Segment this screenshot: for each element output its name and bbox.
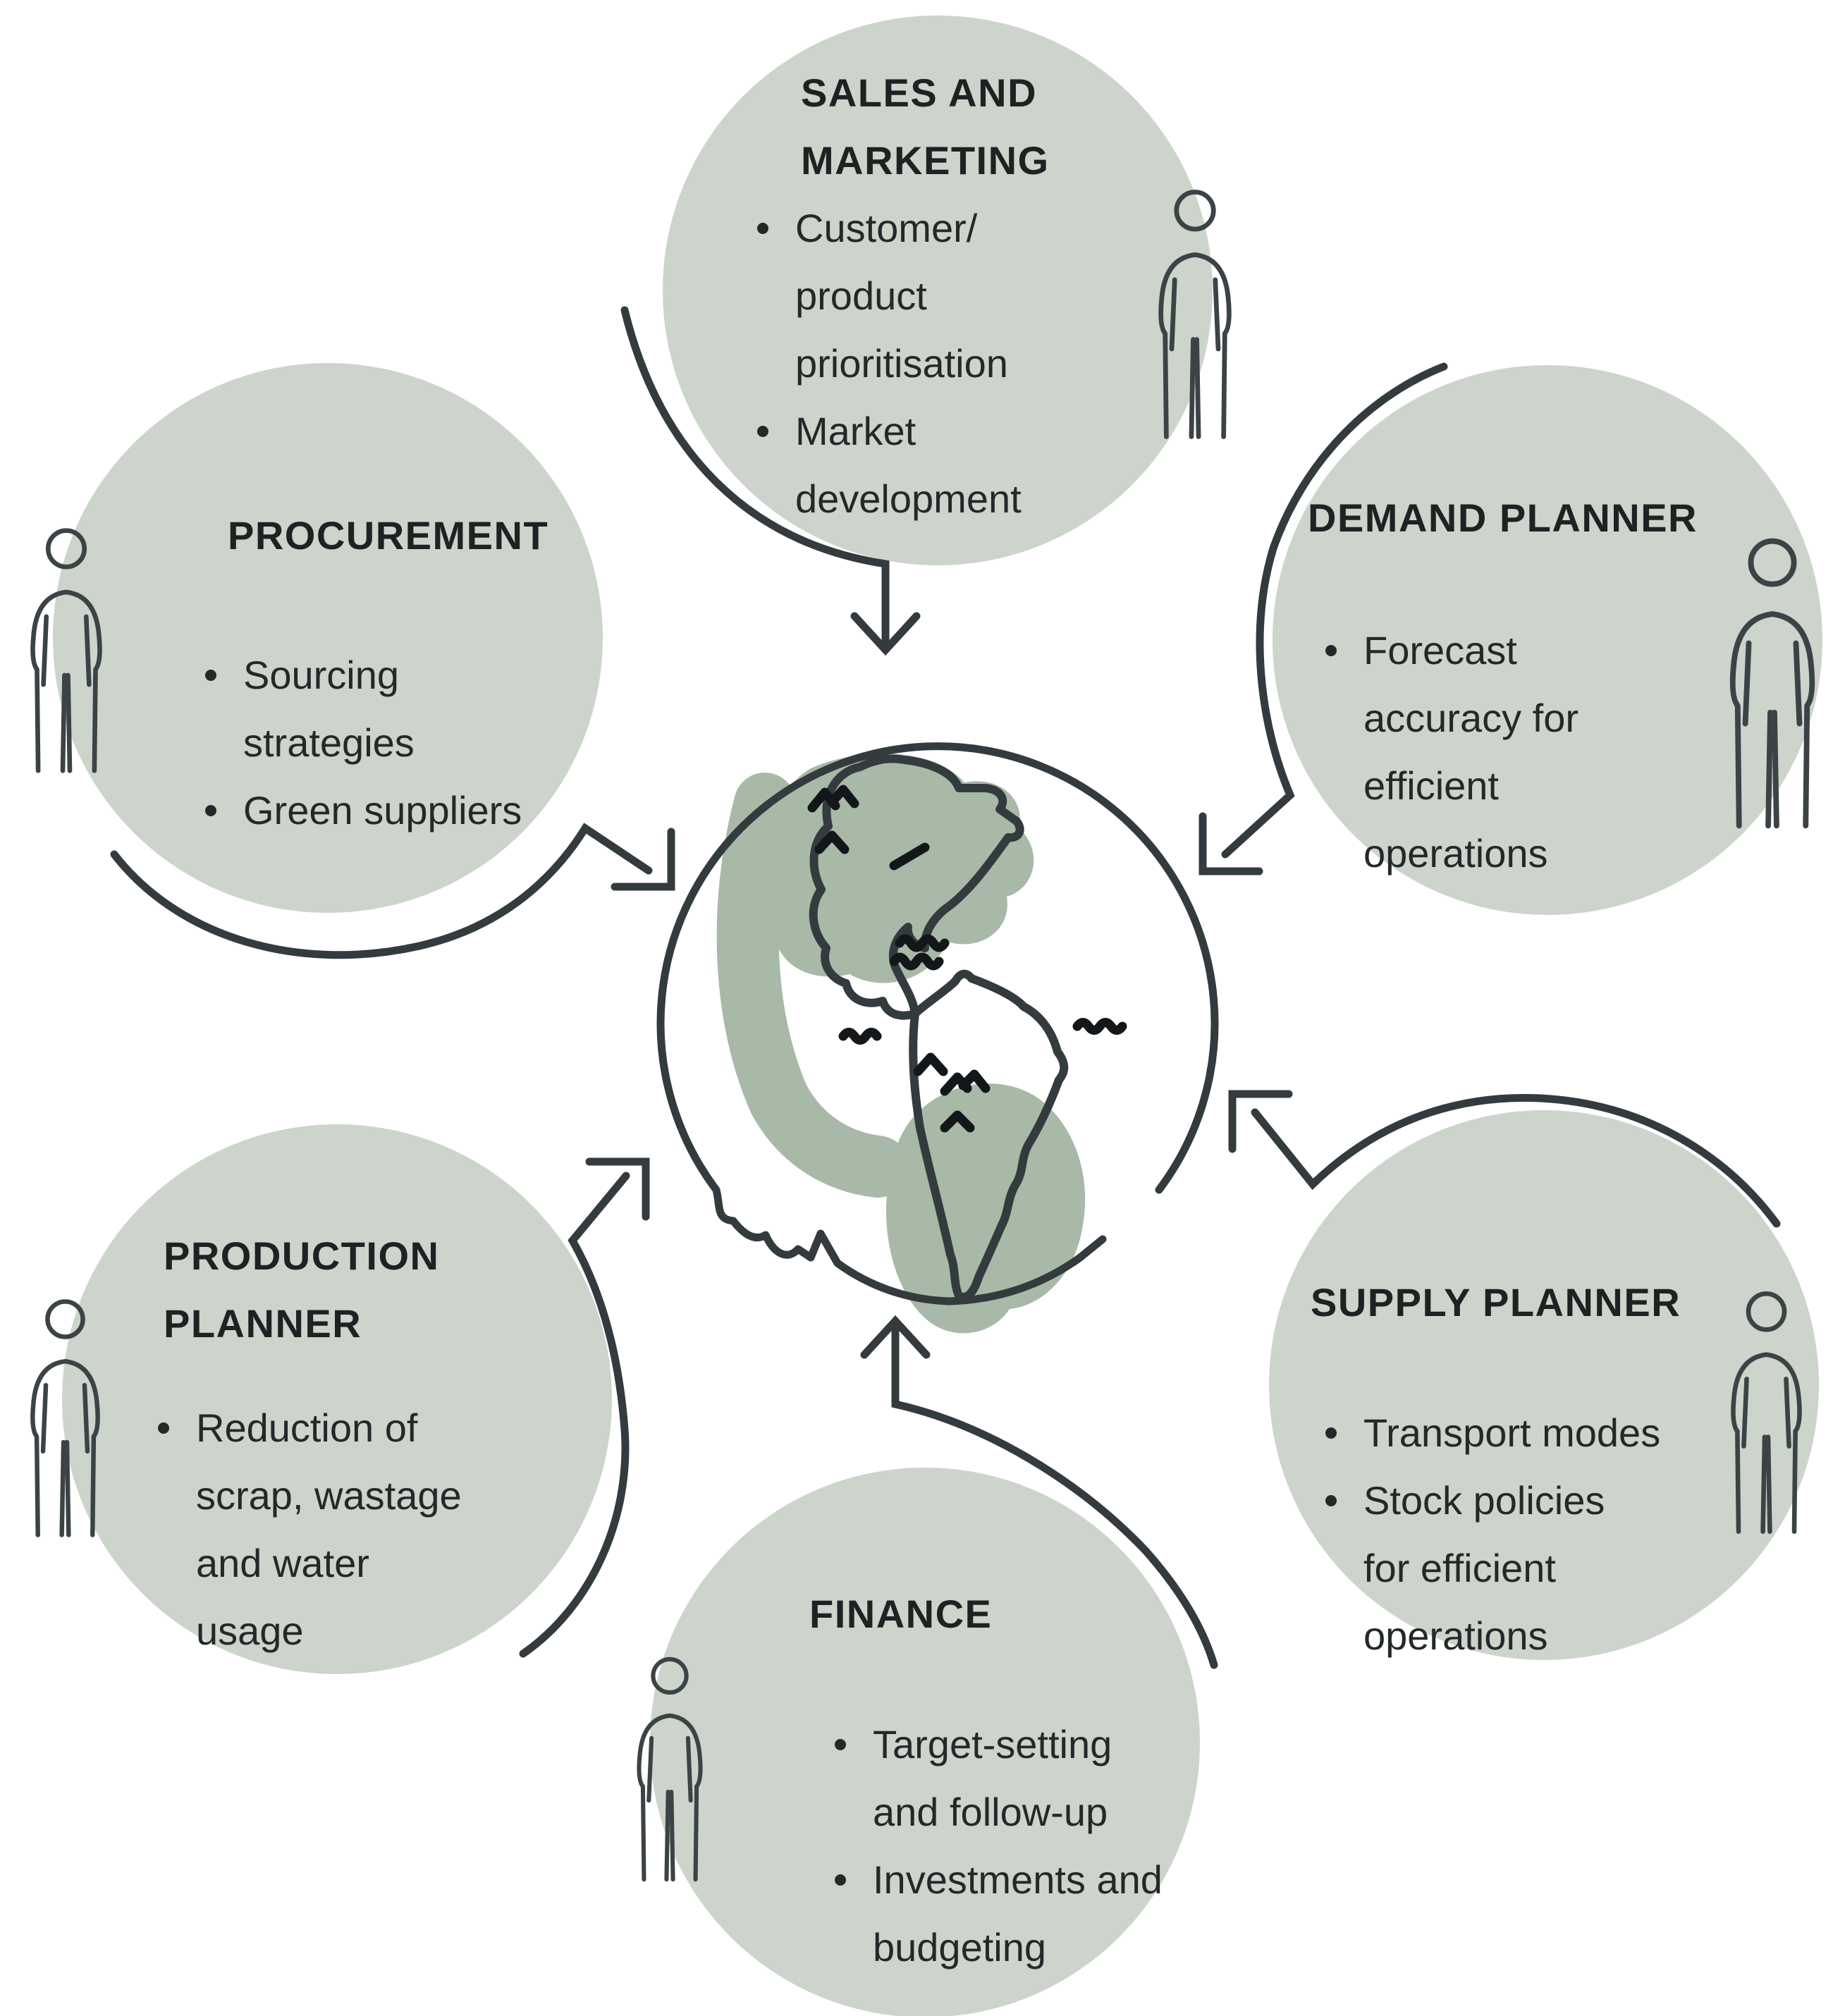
arrowhead-up-icon — [860, 1315, 931, 1359]
bullet-line: scrap, wastage — [196, 1473, 462, 1518]
bullet-item: Sourcing strategies — [205, 641, 638, 777]
arrow-from-sales-marketing — [620, 306, 921, 656]
mountain-icon — [807, 785, 859, 813]
arrow-from-demand-planner — [1198, 362, 1448, 875]
circle-procurement — [53, 363, 603, 913]
bullet-line: product — [795, 273, 927, 318]
role-title-line: DEMAND PLANNER — [1308, 496, 1698, 540]
bullet-line: accuracy for — [1363, 696, 1578, 740]
bullet-item: Target-setting and follow-up — [835, 1711, 1310, 1846]
role-title: PRODUCTION PLANNER — [164, 1222, 591, 1358]
bullet-line: and follow-up — [873, 1790, 1108, 1834]
bullet-line: operations — [1363, 831, 1548, 875]
bullet-line: Transport modes — [1363, 1410, 1661, 1455]
arrowhead-down-icon — [850, 612, 921, 656]
trail-dash-icon — [889, 842, 930, 871]
globe-land-shadow-north-america — [764, 753, 1034, 983]
globe-outline-north-america — [809, 754, 1024, 1020]
role-title: SALES AND MARKETING — [801, 59, 1190, 195]
bullet-line: Stock policies — [1363, 1478, 1605, 1523]
bullet-line: usage — [196, 1609, 304, 1653]
globe-americas-icon — [656, 742, 1219, 1334]
arrowhead-southeast-icon — [611, 828, 675, 891]
bullet-line: Forecast — [1363, 628, 1517, 672]
globe-outline-south-america — [909, 969, 1069, 1301]
circle-finance — [650, 1468, 1200, 2016]
bullet-line: development — [795, 477, 1022, 521]
bullet-item: Stock policies for efficient operations — [1325, 1467, 1744, 1670]
role-bubble-label-sales-marketing: SALES AND MARKETING Customer/product prior… — [757, 59, 1190, 533]
bullet-line: Reduction of — [196, 1406, 418, 1450]
circle-supply-planner — [1269, 1110, 1819, 1660]
bullet-item: Market development — [757, 398, 1190, 533]
role-title-line: PRODUCTION — [164, 1234, 440, 1278]
arrow-from-procurement — [110, 823, 675, 959]
bullet-line: Sourcing — [243, 653, 400, 697]
role-title: FINANCE — [809, 1580, 1310, 1648]
bullet-item: Transport modes — [1325, 1399, 1744, 1467]
arrow-from-finance — [860, 1315, 1218, 1669]
bullet-item: Green suppliers — [205, 777, 638, 844]
circle-demand-planner — [1273, 365, 1822, 915]
bullet-line: efficient — [1363, 763, 1499, 808]
bullet-line: Target-setting — [873, 1722, 1112, 1766]
role-bubble-label-demand-planner: DEMAND PLANNER Forecast accuracy for effic… — [1308, 484, 1758, 887]
bullet-line: Investments and — [873, 1857, 1163, 1902]
circle-sales-marketing — [663, 16, 1213, 565]
bullet-line: prioritisation — [795, 341, 1008, 386]
globe-land-shadow-west-band — [716, 773, 909, 1198]
circle-production-planner — [62, 1124, 612, 1674]
role-title-line: FINANCE — [809, 1592, 993, 1636]
role-title-line: SALES AND — [801, 70, 1038, 115]
mountain-icon — [814, 830, 850, 854]
bullet-line: Customer/ — [795, 206, 978, 250]
bullet-line: for efficient — [1363, 1546, 1556, 1590]
role-title-line: MARKETING — [801, 138, 1050, 183]
waves-icon — [1072, 1018, 1127, 1035]
role-bullet-list: Forecast accuracy for efficient operations — [1325, 617, 1758, 887]
bullet-item: Reduction of scrap, wastage and water usage — [158, 1394, 591, 1665]
role-bullet-list: Reduction of scrap, wastage and water usage — [158, 1394, 591, 1665]
role-bubble-label-production-planner: PRODUCTION PLANNER Reduction of scrap, was… — [158, 1222, 591, 1665]
arrowhead-southwest-icon — [1198, 812, 1263, 875]
waves-icon — [895, 934, 950, 952]
bullet-item: Customer/product prioritisation — [757, 195, 1190, 398]
role-title-line: PROCUREMENT — [228, 513, 549, 558]
bullet-line: and water — [196, 1541, 369, 1585]
bullet-line: Market — [795, 409, 916, 453]
bullet-item: Investments and budgeting — [835, 1846, 1310, 1981]
mountain-icon — [940, 1110, 975, 1133]
waves-icon — [838, 1028, 882, 1045]
arrowhead-northeast-icon — [585, 1157, 650, 1221]
bullet-item: Forecast accuracy for efficient operations — [1325, 617, 1758, 887]
bullet-line: budgeting — [873, 1925, 1047, 1969]
mountain-icon — [940, 1069, 991, 1096]
role-title: PROCUREMENT — [228, 502, 638, 570]
role-title-line: SUPPLY PLANNER — [1311, 1280, 1681, 1324]
bullet-line: Green suppliers — [243, 788, 522, 832]
arrow-from-production-planner — [519, 1157, 650, 1658]
bullet-line: strategies — [243, 720, 415, 765]
role-title: DEMAND PLANNER — [1308, 484, 1758, 552]
mountain-icon — [913, 1052, 948, 1076]
globe-land-shadow-south-america — [885, 1083, 1086, 1334]
waves-icon — [889, 952, 944, 971]
arrow-from-supply-planner — [1228, 1090, 1781, 1228]
bullet-line: operations — [1363, 1614, 1548, 1658]
role-title-line: PLANNER — [164, 1301, 362, 1346]
globe-outline — [656, 742, 1219, 1305]
arrowhead-northwest-icon — [1228, 1090, 1293, 1153]
role-title: SUPPLY PLANNER — [1311, 1269, 1744, 1336]
